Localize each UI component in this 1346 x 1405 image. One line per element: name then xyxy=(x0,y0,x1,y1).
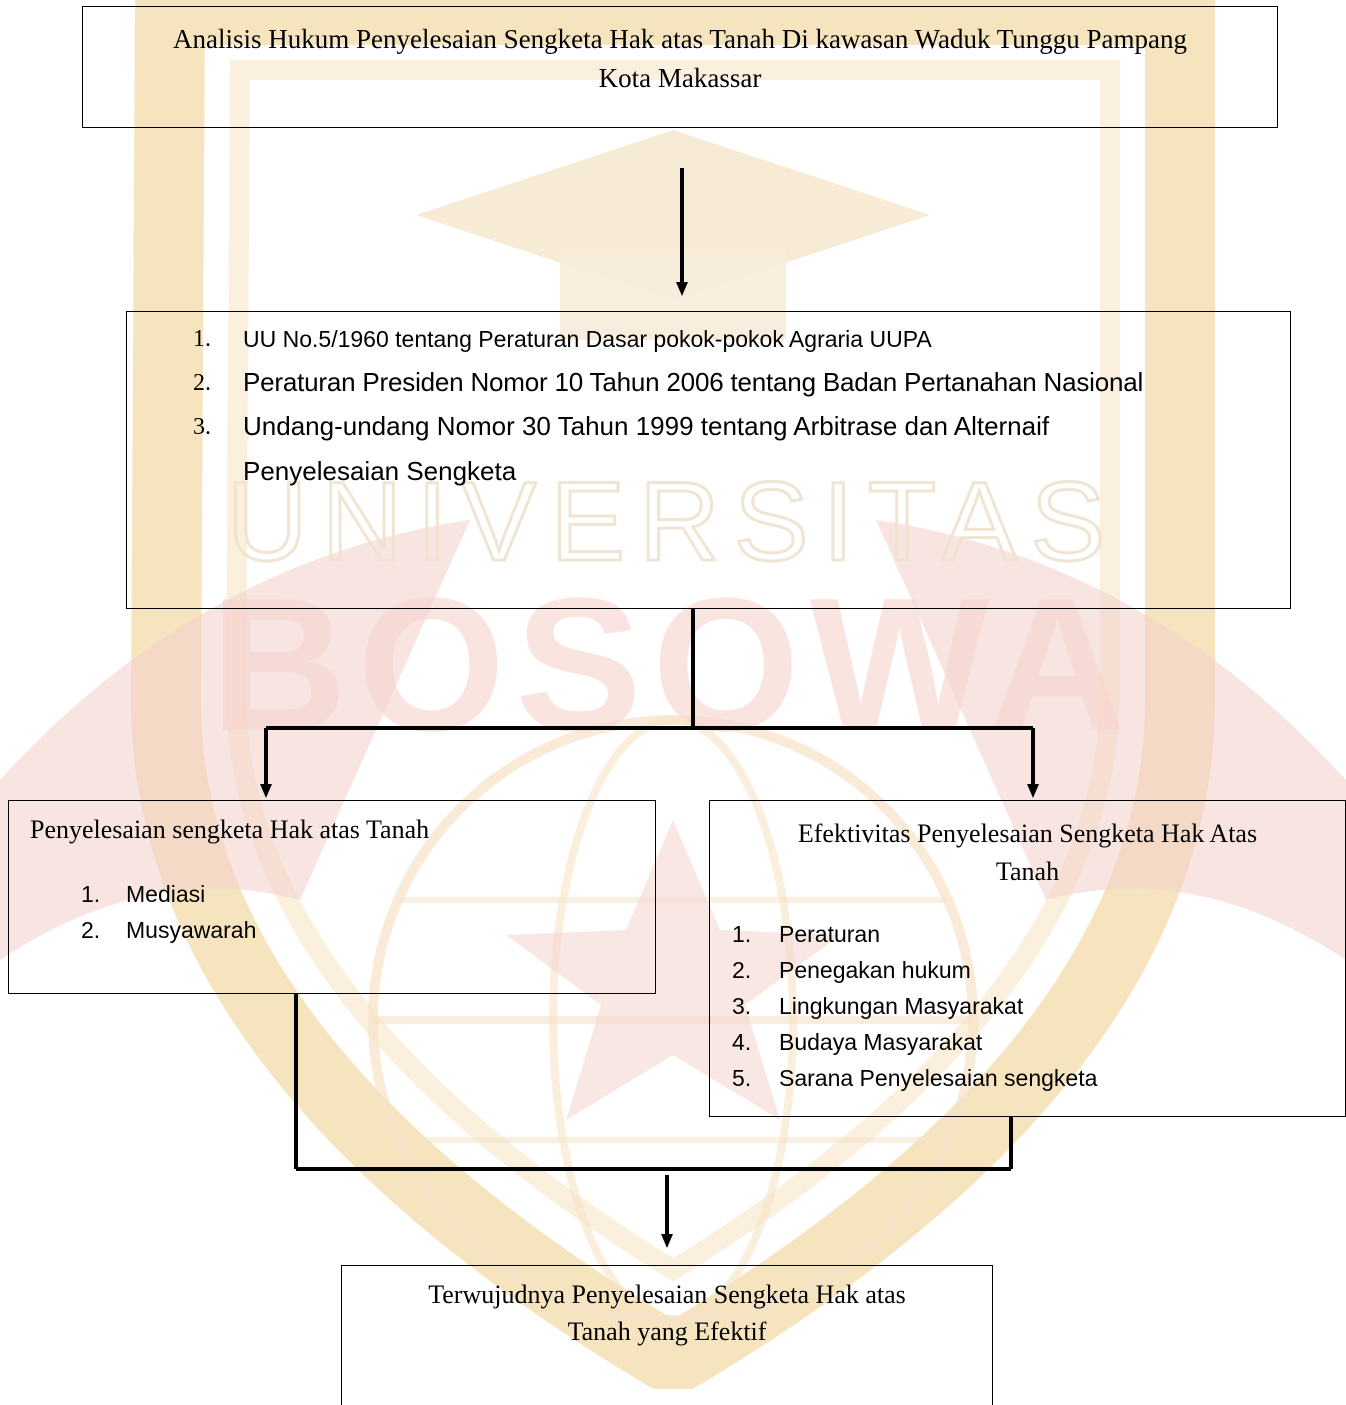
effectiveness-number-1: 1. xyxy=(732,921,752,947)
watermark-word-universitas: UNIVERSITAS xyxy=(227,459,1120,584)
star-shape xyxy=(506,820,840,1120)
dispute-resolution-number-1: 1. xyxy=(81,881,101,907)
effectiveness-text-4: Budaya Masyarakat xyxy=(779,1029,983,1055)
research-title-box: Analisis Hukum Penyelesaian Sengketa Hak… xyxy=(82,6,1278,128)
dispute-resolution-number-2: 2. xyxy=(81,917,101,943)
right-wing-shape xyxy=(876,520,1346,960)
effectiveness-title-line-2: Tanah xyxy=(995,857,1060,886)
outcome-line-2: Tanah yang Efektif xyxy=(567,1317,767,1346)
effectiveness-text-2: Penegakan hukum xyxy=(779,957,971,983)
legal-basis-text-3-line-1: Undang-undang Nomor 30 Tahun 1999 tentan… xyxy=(243,411,1050,441)
effectiveness-item-3: 3. Lingkungan Masyarakat xyxy=(710,993,1345,1025)
shield-shape xyxy=(130,0,1215,1389)
dispute-resolution-item-2: 2. Musyawarah xyxy=(9,917,655,949)
dispute-resolution-box: Penyelesaian sengketa Hak atas Tanah 1. … xyxy=(8,800,656,994)
effectiveness-item-4: 4. Budaya Masyarakat xyxy=(710,1029,1345,1061)
effectiveness-item-1: 1. Peraturan xyxy=(710,921,1345,953)
dispute-resolution-text-2: Musyawarah xyxy=(126,917,257,943)
effectiveness-number-2: 2. xyxy=(732,957,752,983)
effectiveness-item-2: 2. Penegakan hukum xyxy=(710,957,1345,989)
effectiveness-text-1: Peraturan xyxy=(779,921,881,947)
dispute-resolution-text-1: Mediasi xyxy=(126,881,206,907)
effectiveness-number-4: 4. xyxy=(732,1029,752,1055)
graduation-cap-icon xyxy=(416,130,930,300)
effectiveness-text-3: Lingkungan Masyarakat xyxy=(779,993,1024,1019)
effectiveness-number-5: 5. xyxy=(732,1065,752,1091)
effectiveness-item-5: 5. Sarana Penyelesaian sengketa xyxy=(710,1065,1345,1097)
legal-basis-box: 1. UU No.5/1960 tentang Peraturan Dasar … xyxy=(126,311,1291,609)
dispute-resolution-item-1: 1. Mediasi xyxy=(9,881,655,913)
legal-basis-item-1: 1. UU No.5/1960 tentang Peraturan Dasar … xyxy=(127,324,1290,360)
legal-basis-item-2: 2. Peraturan Presiden Nomor 10 Tahun 200… xyxy=(127,366,1290,406)
left-wing-shape xyxy=(0,520,470,960)
effectiveness-title-line-1: Efektivitas Penyelesaian Sengketa Hak At… xyxy=(797,819,1258,848)
legal-basis-text-1: UU No.5/1960 tentang Peraturan Dasar pok… xyxy=(243,326,932,352)
effectiveness-text-5: Sarana Penyelesaian sengketa xyxy=(779,1065,1098,1091)
research-title-line-1: Analisis Hukum Penyelesaian Sengketa Hak… xyxy=(172,24,1188,54)
watermark-word-bosowa: BOSOWA xyxy=(210,559,1136,771)
legal-basis-number-3: 3. xyxy=(193,414,211,440)
effectiveness-title: Efektivitas Penyelesaian Sengketa Hak At… xyxy=(710,815,1345,891)
legal-basis-number-2: 2. xyxy=(193,370,211,396)
legal-basis-text-2: Peraturan Presiden Nomor 10 Tahun 2006 t… xyxy=(243,367,1144,397)
legal-basis-item-3: 3. Undang-undang Nomor 30 Tahun 1999 ten… xyxy=(127,410,1290,500)
research-title-line-2: Kota Makassar xyxy=(598,63,762,93)
outcome-box: Terwujudnya Penyelesaian Sengketa Hak at… xyxy=(341,1265,993,1405)
outcome-line-1: Terwujudnya Penyelesaian Sengketa Hak at… xyxy=(428,1280,906,1309)
legal-basis-number-1: 1. xyxy=(193,326,211,352)
effectiveness-box: Efektivitas Penyelesaian Sengketa Hak At… xyxy=(709,800,1346,1117)
effectiveness-number-3: 3. xyxy=(732,993,752,1019)
legal-basis-text-3-line-2: Penyelesaian Sengketa xyxy=(243,456,517,486)
dispute-resolution-title: Penyelesaian sengketa Hak atas Tanah xyxy=(30,815,430,844)
